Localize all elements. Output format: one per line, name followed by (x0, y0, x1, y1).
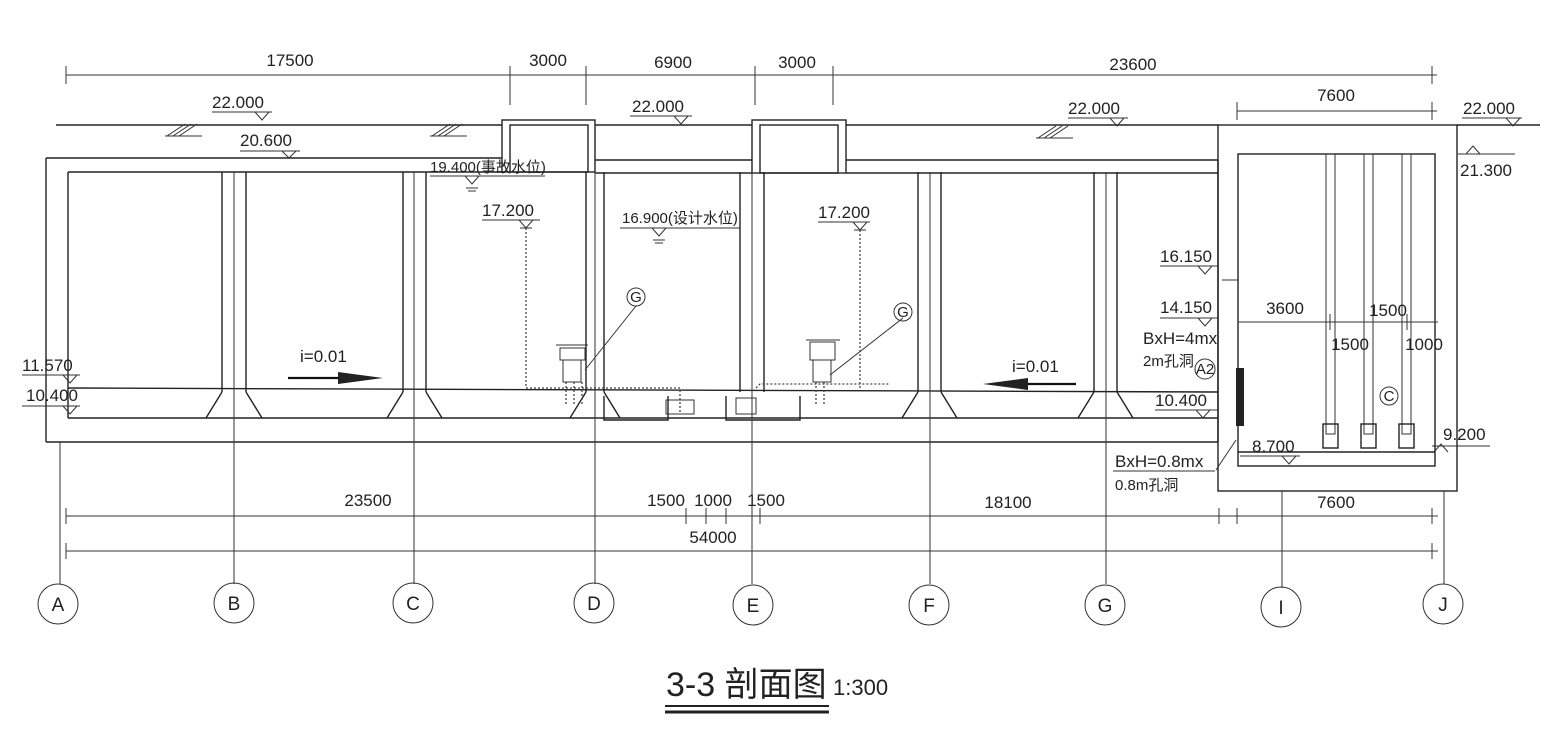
axis-i: I (1278, 598, 1283, 619)
tag-g-left: G (630, 289, 642, 306)
elev-ground-left: 22.000 (212, 93, 264, 112)
slope-right: i=0.01 (1012, 357, 1059, 376)
elev-pump-top: 21.300 (1460, 161, 1512, 180)
elev-design: 16.900(设计水位) (622, 210, 738, 227)
pump-risers (1322, 153, 1415, 449)
elev-ground-mid: 22.000 (632, 97, 684, 116)
dim-1000: 1000 (1405, 335, 1443, 354)
dim-7600-top: 7600 (1317, 86, 1355, 105)
elevation-markers: 22.000 20.600 19.400(事故水位) 17.200 22.000… (22, 93, 1522, 465)
central-sump (603, 396, 801, 421)
elev-floor-left-top: 11.570 (22, 356, 73, 375)
equipment-left: G (520, 227, 695, 415)
drawing-title: 3-3 剖面图 1:300 (665, 666, 888, 714)
elev-opening-top: 16.150 (1160, 247, 1212, 266)
axis-j: J (1438, 595, 1448, 616)
elev-pump-sump: 9.200 (1443, 425, 1486, 444)
opening-small-line2: 0.8m孔洞 (1115, 477, 1178, 494)
axis-c: C (406, 594, 420, 615)
dim-3000-right: 3000 (778, 53, 816, 72)
dim-6900: 6900 (654, 53, 692, 72)
dim-17500: 17500 (266, 51, 313, 70)
opening-large-line2: 2m孔洞 (1143, 353, 1194, 370)
axis-d: D (587, 594, 601, 615)
dim-1500-a: 1500 (647, 491, 685, 510)
slope-arrows: i=0.01 i=0.01 (288, 347, 1076, 390)
slope-left: i=0.01 (300, 347, 347, 366)
elev-emergency: 19.400(事故水位) (430, 159, 546, 176)
elev-pipe-right: 17.200 (818, 203, 870, 222)
elev-ground-far: 22.000 (1463, 99, 1515, 118)
dim-7600-bottom: 7600 (1317, 493, 1355, 512)
dim-1500-side: 1500 (1331, 335, 1369, 354)
dim-18100: 18100 (984, 493, 1031, 512)
dim-1500-top: 1500 (1369, 301, 1407, 320)
dim-1000-bottom: 1000 (694, 491, 732, 510)
dim-54000: 54000 (689, 528, 736, 547)
opening-small-line1: BxH=0.8mx (1115, 452, 1204, 471)
dim-1500-b: 1500 (747, 491, 785, 510)
dim-23600: 23600 (1109, 55, 1156, 74)
top-dimension-chain: 17500 3000 6900 3000 23600 7600 (65, 51, 1437, 120)
dim-23500: 23500 (344, 491, 391, 510)
tag-c: C (1384, 388, 1395, 405)
axis-g: G (1098, 596, 1113, 617)
axis-e: E (747, 596, 760, 617)
axis-f: F (923, 596, 935, 617)
tank-structure (45, 158, 1219, 443)
dim-3000-left: 3000 (529, 51, 567, 70)
elev-ground-right: 22.000 (1068, 99, 1120, 118)
elev-pipe-left: 17.200 (482, 201, 534, 220)
tag-a2: A2 (1196, 361, 1214, 378)
elev-pump-floor: 8.700 (1252, 437, 1295, 456)
axis-b: B (228, 594, 241, 615)
elev-floor-right: 10.400 (1155, 391, 1207, 410)
title-scale: 1:300 (833, 675, 888, 700)
opening-large-line1: BxH=4mx (1143, 329, 1218, 348)
equipment-right: G (735, 229, 913, 415)
title-main: 3-3 剖面图 (666, 666, 827, 704)
pump-room: 3600 1500 1500 1000 C A2 BxH=4mx 2m孔洞 Bx… (1113, 124, 1458, 494)
tag-g-right: G (897, 304, 909, 321)
elev-opening-mid: 14.150 (1160, 298, 1212, 317)
ground-and-roof (46, 119, 1540, 174)
axis-a: A (52, 595, 65, 616)
pier-columns (205, 172, 1134, 419)
elev-roof-left: 20.600 (240, 131, 292, 150)
elev-floor-left: 10.400 (26, 386, 78, 405)
axis-grid: A B C D E F G I J (37, 172, 1464, 628)
dim-3600: 3600 (1266, 299, 1304, 318)
bottom-dimensions: 23500 1500 1000 1500 18100 7600 54000 (65, 491, 1438, 559)
